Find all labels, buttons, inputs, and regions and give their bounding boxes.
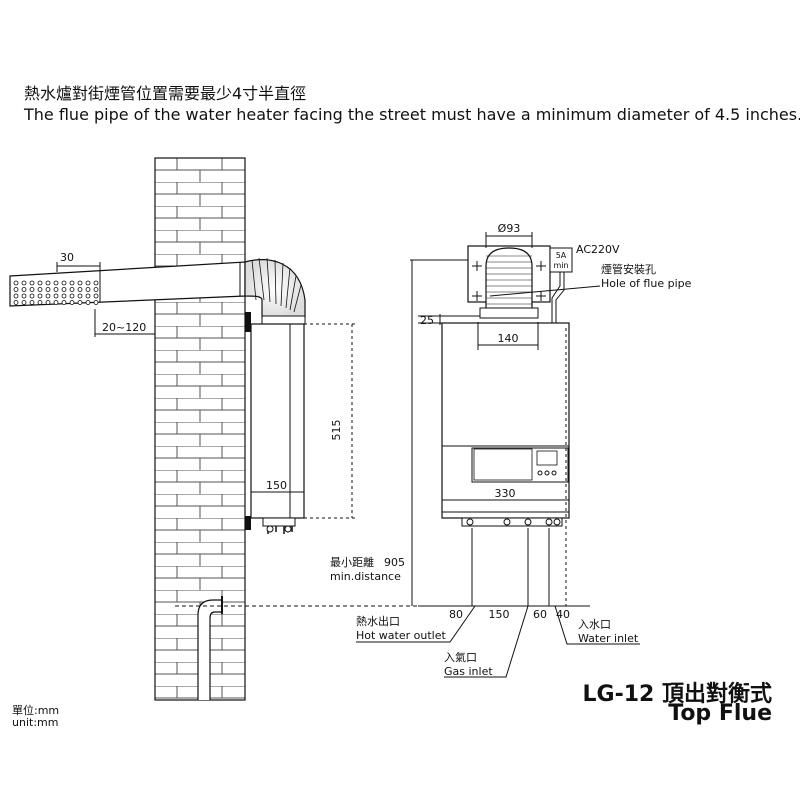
bottom-dimension-labels: 80 150 60 40 xyxy=(449,608,570,621)
terminal-hole xyxy=(37,287,43,292)
terminal-hole xyxy=(61,293,67,299)
terminal-hole xyxy=(45,293,51,299)
flue-terminal-holes xyxy=(13,280,99,305)
terminal-hole xyxy=(85,287,91,292)
terminal-hole xyxy=(61,280,67,286)
bottom-dim-label: 40 xyxy=(556,608,570,621)
terminal-hole xyxy=(93,280,99,286)
terminal-hole xyxy=(13,293,19,299)
heater-front xyxy=(441,322,570,527)
dim-330-label: 330 xyxy=(495,487,516,500)
fuse-label: 5A xyxy=(556,251,567,260)
terminal-hole xyxy=(45,300,51,305)
terminal-hole xyxy=(93,293,99,299)
dim-515-label: 515 xyxy=(330,420,343,441)
terminal-hole xyxy=(21,287,27,292)
terminal-hole xyxy=(77,300,83,305)
terminal-hole xyxy=(53,293,59,299)
terminal-hole xyxy=(37,293,43,299)
dim-25-label: 25 xyxy=(420,314,434,327)
terminal-hole xyxy=(69,293,75,299)
terminal-hole xyxy=(69,280,75,286)
bottom-dim-label: 150 xyxy=(489,608,510,621)
front-dimensions xyxy=(410,232,601,607)
terminal-hole xyxy=(13,280,19,286)
terminal-hole xyxy=(85,280,91,286)
side-dimensions xyxy=(56,262,355,519)
leader-lines xyxy=(356,605,640,678)
terminal-hole xyxy=(37,280,43,286)
dim-20-120-label: 20~120 xyxy=(102,321,146,334)
terminal-hole xyxy=(93,300,99,305)
min-distance-value: 905 xyxy=(384,556,405,569)
terminal-hole xyxy=(77,280,83,286)
terminal-hole xyxy=(21,300,27,305)
terminal-hole xyxy=(13,300,19,305)
water-inlet-en-label: Water inlet xyxy=(578,632,639,645)
terminal-hole xyxy=(69,287,75,292)
terminal-hole xyxy=(13,287,19,292)
terminal-hole xyxy=(29,287,35,292)
terminal-hole xyxy=(45,287,51,292)
model-subtitle: Top Flue xyxy=(668,701,772,726)
fuse-sub-label: min xyxy=(553,261,568,270)
hot-outlet-en-label: Hot water outlet xyxy=(356,629,446,642)
terminal-hole xyxy=(53,300,59,305)
bottom-dim-label: 80 xyxy=(449,608,463,621)
terminal-hole xyxy=(53,280,59,286)
terminal-hole xyxy=(85,300,91,305)
terminal-hole xyxy=(45,280,51,286)
min-distance-en-label: min.distance xyxy=(330,570,401,583)
title-chinese: 熱水爐對街煙管位置需要最少4寸半直徑 xyxy=(24,84,307,103)
bottom-dim-label: 60 xyxy=(533,608,547,621)
model-title: LG-12 頂出對衡式 xyxy=(582,682,772,707)
terminal-hole xyxy=(85,293,91,299)
terminal-hole xyxy=(29,293,35,299)
flue-elbow xyxy=(244,257,306,325)
terminal-hole xyxy=(21,293,27,299)
power-label: AC220V xyxy=(576,243,620,256)
unit-label-zh: 單位:mm xyxy=(12,704,60,717)
heater-side xyxy=(245,312,305,534)
gas-inlet-zh-label: 入氣口 xyxy=(444,650,477,664)
terminal-hole xyxy=(61,300,67,305)
dim-150-side-label: 150 xyxy=(266,479,287,492)
dim-93-label: Ø93 xyxy=(498,222,521,235)
terminal-hole xyxy=(61,287,67,292)
terminal-hole xyxy=(53,287,59,292)
unit-label-en: unit:mm xyxy=(12,716,59,729)
wall-pipe xyxy=(197,596,223,700)
terminal-hole xyxy=(37,300,43,305)
terminal-hole xyxy=(29,280,35,286)
min-distance-zh-label: 最小距離 xyxy=(330,555,374,569)
dim-140-label: 140 xyxy=(498,332,519,345)
gas-inlet-en-label: Gas inlet xyxy=(444,665,493,678)
title-english: The flue pipe of the water heater facing… xyxy=(24,105,800,124)
flue-hole-en-label: Hole of flue pipe xyxy=(601,277,692,290)
terminal-hole xyxy=(77,287,83,292)
hot-outlet-zh-label: 熱水出口 xyxy=(356,614,400,628)
dim-30-label: 30 xyxy=(60,251,74,264)
terminal-hole xyxy=(29,300,35,305)
flue-hole-zh-label: 煙管安裝孔 xyxy=(601,262,656,276)
power-cord xyxy=(549,247,573,324)
terminal-hole xyxy=(93,287,99,292)
water-inlet-zh-label: 入水口 xyxy=(578,618,611,631)
terminal-hole xyxy=(69,300,75,305)
terminal-hole xyxy=(21,280,27,286)
terminal-hole xyxy=(77,293,83,299)
flue-outlet xyxy=(479,247,539,319)
